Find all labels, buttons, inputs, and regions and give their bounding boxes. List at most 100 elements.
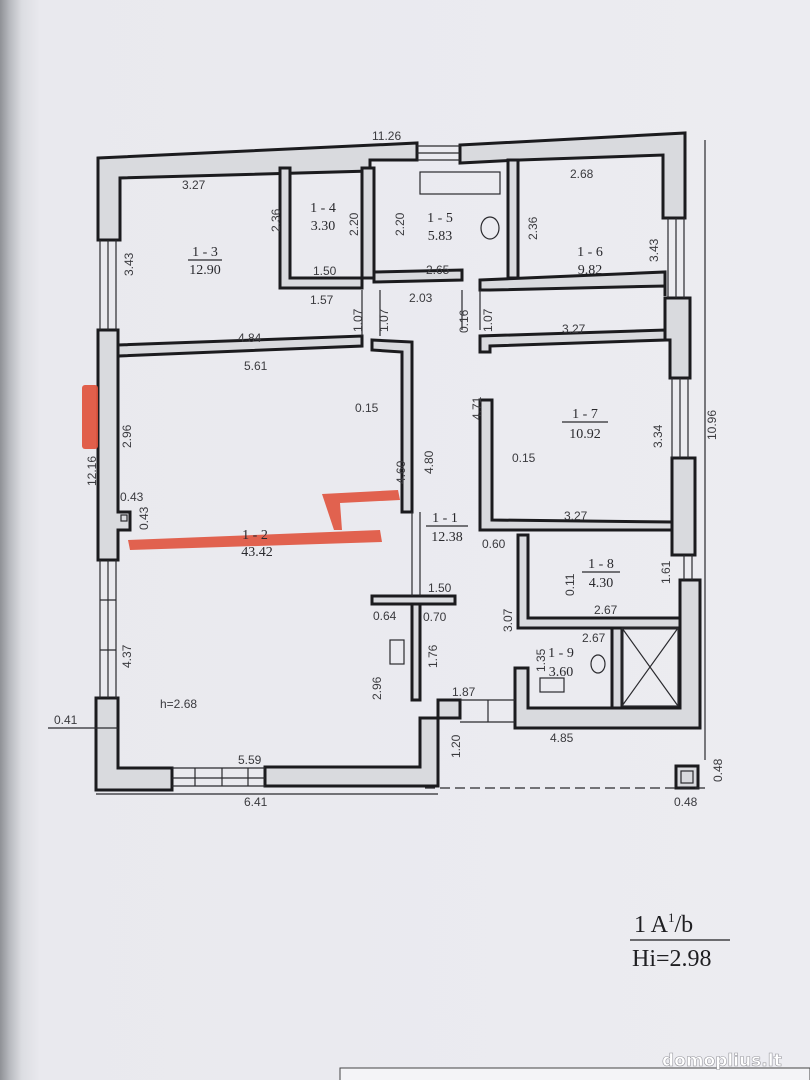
dim-bottom-right: 4.85	[550, 731, 574, 745]
shower-diag	[621, 627, 679, 707]
dim-height-note: h=2.68	[160, 697, 197, 711]
dim-1-9-left: 3.07	[501, 608, 515, 632]
inner-walls	[116, 158, 700, 790]
paper-edge	[339, 1067, 810, 1080]
dim-below-1-5: 2.03	[409, 291, 433, 305]
dim-corridor-d: 1.07	[481, 308, 495, 332]
dim-1-4-bottom: 1.50	[313, 264, 337, 278]
room-1-9-area: 3.60	[549, 665, 574, 680]
wall-room-1-5-bottom	[372, 268, 464, 284]
room-1-9-label: 1 - 9	[548, 646, 574, 661]
highlight-stroke	[128, 530, 382, 550]
openings	[99, 140, 710, 789]
wall-right-upper	[663, 296, 692, 380]
dim-wall-060: 0.60	[482, 537, 506, 551]
dim-niche-a: 0.43	[120, 490, 144, 504]
dim-wall-015b: 0.15	[512, 451, 536, 465]
dim-pillar-w: 0.48	[674, 795, 698, 809]
room-1-6-label: 1 - 6	[577, 245, 603, 260]
dim-1-5-right: 2.36	[526, 216, 540, 240]
room-1-3-label: 1 - 3	[192, 245, 218, 260]
pillar	[674, 764, 700, 790]
wall-bottom-mid	[263, 698, 462, 788]
dimension-labels: 11.26 3.27 3.43 2.36 2.20 1.50 2.20 2.65…	[48, 129, 725, 809]
dim-1-8-bottom: 2.67	[594, 603, 618, 617]
toilet-1-9	[590, 654, 606, 674]
dim-right-total: 10.96	[705, 410, 719, 440]
room-1-3-area: 12.90	[189, 263, 221, 278]
window-right-1-6	[667, 218, 685, 298]
dim-1-4-right: 2.20	[347, 212, 361, 236]
room-1-1-label: 1 - 1	[432, 511, 458, 526]
dim-1-6-top: 2.68	[570, 167, 594, 181]
room-1-2-area: 43.42	[241, 545, 273, 560]
window-right-1-7	[671, 378, 689, 458]
wall-room-1-7	[478, 328, 667, 354]
dim-entry-187: 1.87	[452, 685, 476, 699]
dim-pillar-h: 0.48	[711, 758, 725, 782]
room-1-6-area: 9.82	[578, 263, 603, 278]
corridor-lines	[361, 290, 481, 336]
wall-hall-left	[370, 338, 414, 514]
room-1-5-label: 1 - 5	[427, 211, 453, 226]
dim-hall-480: 4.80	[422, 450, 436, 474]
dim-1-2-top: 5.61	[244, 359, 268, 373]
dim-1-7-bottom: 3.27	[564, 509, 588, 523]
dim-wall-041: 0.41	[54, 713, 78, 727]
toilet-1-5	[480, 216, 500, 240]
room-1-1-area: 12.38	[431, 530, 463, 545]
dim-1-5-left: 2.20	[393, 212, 407, 236]
dim-1-3-left: 3.43	[122, 252, 136, 276]
room-1-7-area: 10.92	[569, 427, 601, 442]
boiler	[389, 639, 405, 665]
dim-left-total: 12.16	[85, 456, 99, 486]
outer-walls	[94, 131, 702, 792]
wall-right-middle	[670, 456, 697, 557]
sheet-label-line1: 1 A1/b	[634, 910, 693, 938]
dim-wall-015a: 0.15	[355, 401, 379, 415]
dim-1-7-top: 3.27	[562, 322, 586, 336]
dim-wall-064: 0.64	[373, 609, 397, 623]
dim-1-2-437: 4.37	[120, 644, 134, 668]
dim-1-9-135: 1.35	[534, 648, 548, 672]
dim-hall-460: 4.60	[394, 460, 408, 484]
wall-room-1-9	[610, 626, 624, 710]
window-right-1-8	[683, 555, 693, 580]
dim-1-3-top: 3.27	[182, 178, 206, 192]
dim-1-2-left: 2.96	[120, 424, 134, 448]
dim-1-6-right: 3.43	[647, 238, 661, 262]
room-1-2-label: 1 - 2	[242, 528, 268, 543]
dim-niche-b: 0.43	[137, 506, 151, 530]
room-1-8-label: 1 - 8	[588, 557, 614, 572]
dim-below-1-3: 1.57	[310, 293, 334, 307]
pillar-inner	[680, 770, 694, 784]
window-top	[417, 145, 460, 161]
wall-right-lower	[513, 578, 702, 730]
sheet-label-suffix: /b	[675, 912, 694, 938]
wall-closet-top	[370, 594, 457, 606]
wall-1-4-right	[360, 166, 376, 280]
niche-marker	[120, 514, 128, 522]
wall-1-2-top	[116, 334, 364, 358]
dim-1-4-left: 2.36	[269, 208, 283, 232]
wall-1-7-left	[478, 398, 674, 532]
dim-entry-120: 1.20	[449, 734, 463, 758]
watermark-text: domoplius.lt	[662, 1051, 782, 1071]
dim-top-total: 11.26	[372, 129, 401, 143]
dim-1-7-left: 4.71	[470, 396, 484, 420]
room-1-5-area: 5.83	[428, 229, 453, 244]
dim-1-9-top: 2.67	[582, 631, 606, 645]
window-left-1-2	[99, 560, 117, 698]
dim-corridor-b: 1.07	[377, 308, 391, 332]
highlight-hook	[322, 490, 400, 530]
wall-left-upper	[96, 328, 132, 562]
wall-left-lower	[94, 696, 174, 792]
sheet-label-line2: Hi=2.98	[632, 946, 712, 972]
wall-1-5-1-6	[506, 158, 520, 280]
shower	[621, 627, 679, 707]
room-1-8-area: 4.30	[589, 576, 614, 591]
hall-opening	[411, 512, 421, 596]
fixtures	[120, 171, 679, 707]
dim-closet-296: 2.96	[370, 676, 384, 700]
